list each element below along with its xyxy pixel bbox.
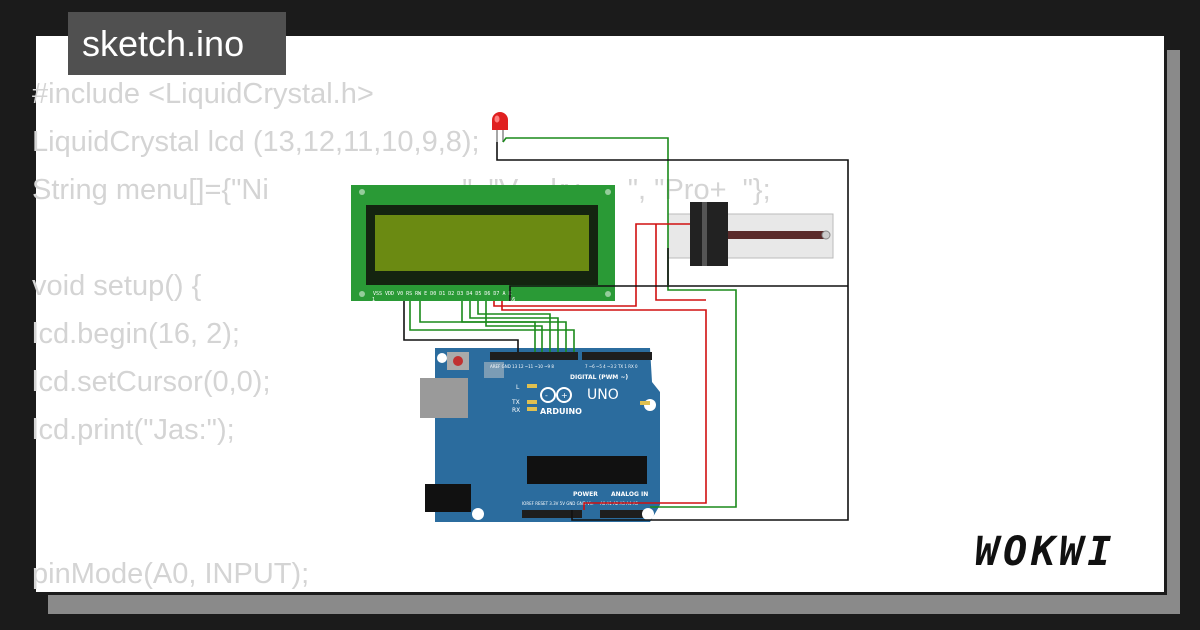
lcd-pin-labels: VSS VDD V0 RS RW E D0 D1 D2 D3 D4 D5 D6 …: [373, 291, 511, 297]
arduino-uno-board[interactable]: - + UNO ARDUINO DIGITAL (PWM ~) POWER AN…: [420, 348, 673, 522]
wires-green: [409, 137, 737, 508]
analog-header: ANALOG IN: [611, 491, 648, 498]
code-line: LiquidCrystal lcd (13,12,11,10,9,8);: [32, 126, 480, 158]
svg-text:-: -: [545, 391, 548, 400]
svg-text:+: +: [561, 391, 568, 400]
red-led[interactable]: [492, 112, 508, 142]
power-pin-labels: IOREF RESET 3.3V 5V GND GND Vin: [522, 501, 594, 506]
potentiometer[interactable]: [667, 202, 834, 266]
power-header: POWER: [573, 491, 598, 498]
code-line: lcd.setCursor(0,0);: [32, 366, 271, 398]
code-line: #include <LiquidCrystal.h>: [32, 78, 374, 110]
code-line: lcd.print("Jas:");: [32, 414, 235, 446]
wokwi-logo: WOKWI: [975, 529, 1116, 575]
digital-header: DIGITAL (PWM ~): [570, 374, 628, 381]
arduino-logo-icon: - +: [540, 387, 572, 403]
lcd-pin-1: 1: [372, 297, 375, 303]
led-rx-label: RX: [512, 407, 520, 414]
code-line: pinMode(A0, INPUT);: [32, 558, 310, 590]
sketch-title: sketch.ino: [68, 12, 286, 75]
wires-red: [493, 223, 707, 510]
led-l-label: L: [516, 384, 520, 391]
wires-black: [403, 142, 849, 521]
right-pin-labels: 7 ~6 ~5 4 ~3 2 TX 1 RX 0: [585, 364, 638, 369]
code-line: void setup() {: [32, 270, 202, 302]
led-tx-label: TX: [511, 399, 520, 406]
lcd-module[interactable]: VSS VDD V0 RS RW E D0 D1 D2 D3 D4 D5 D6 …: [351, 185, 615, 303]
lcd-pin-16: 16: [509, 297, 515, 303]
code-background: #include <LiquidCrystal.h> LiquidCrystal …: [32, 70, 771, 598]
code-line: lcd.begin(16, 2);: [32, 318, 240, 350]
arduino-brand: ARDUINO: [540, 407, 582, 416]
on-label: ON: [664, 401, 673, 408]
arduino-model: UNO: [587, 387, 619, 403]
left-pin-labels: AREF GND 13 12 ~11 ~10 ~9 8: [490, 364, 554, 369]
